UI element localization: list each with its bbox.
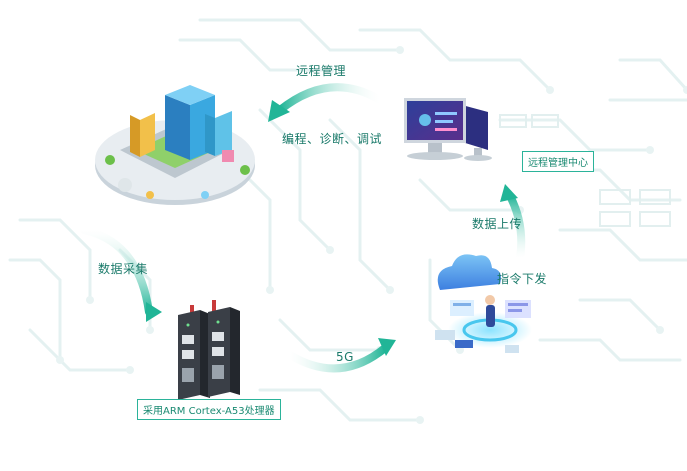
label-processor: 采用ARM Cortex-A53处理器 [137, 399, 281, 420]
label-5g: 5G [336, 350, 354, 364]
arrow-remote-management [268, 87, 380, 122]
desktop-monitors-icon [404, 98, 492, 161]
label-data-upload: 数据上传 [472, 215, 522, 232]
label-data-collection: 数据采集 [98, 260, 148, 277]
label-program-diagnose-debug: 编程、诊断、调试 [282, 130, 382, 147]
label-remote-management-center: 远程管理中心 [522, 151, 594, 172]
industrial-router-icon [178, 300, 240, 400]
label-command-issue: 指令下发 [497, 270, 547, 287]
circuit-nodes [56, 46, 687, 424]
label-remote-management: 远程管理 [296, 62, 346, 79]
smart-city-isometric-icon [95, 85, 255, 205]
